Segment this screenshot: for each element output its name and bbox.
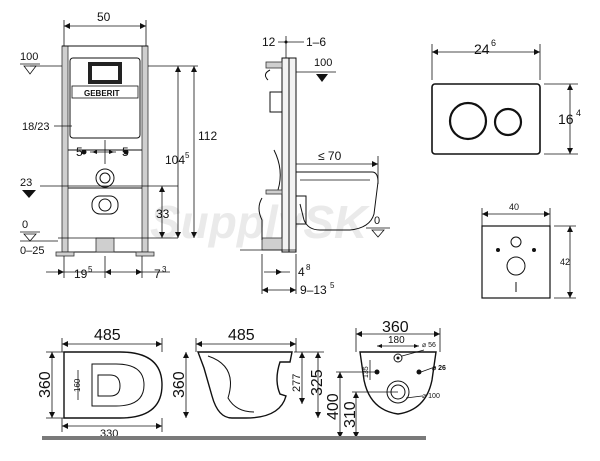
bowl-side-length: 485 bbox=[228, 327, 255, 344]
plate-width: 24 bbox=[474, 41, 490, 57]
wall-plate-height: 42 bbox=[560, 257, 570, 267]
side-bottom-9-13: 9–13 bbox=[300, 283, 327, 297]
side-bottom-9-13-sup: 5 bbox=[330, 281, 335, 290]
front-floor-range: 0–25 bbox=[20, 245, 44, 257]
bowl-back-view: 360 180 ⌀ 56 ⌀ 26 ⌀ 100 135 400 310 bbox=[325, 319, 446, 438]
front-bottom-19-sup: 5 bbox=[88, 265, 93, 274]
front-bottom-19: 19 bbox=[74, 267, 88, 281]
wall-plate-view: 40 42 bbox=[481, 202, 576, 299]
bowl-back-outline bbox=[359, 351, 437, 415]
front-marker-0: 0 bbox=[22, 219, 28, 231]
bowl-back-dia-56: ⌀ 56 bbox=[422, 342, 436, 349]
front-bottom-7-sup: 3 bbox=[162, 265, 167, 274]
front-height-112: 112 bbox=[198, 129, 217, 143]
watermark-text: SupplySK bbox=[150, 196, 370, 248]
brand-label: GEBERIT bbox=[84, 89, 120, 98]
flush-plate-view: 24 6 16 4 bbox=[431, 38, 581, 155]
side-marker-100: 100 bbox=[314, 57, 332, 69]
side-bottom-4: 4 bbox=[298, 265, 305, 279]
bowl-back-dia-100: ⌀ 100 bbox=[422, 393, 440, 400]
bowl-back-inner: 180 bbox=[388, 335, 405, 346]
plate-width-sup: 6 bbox=[491, 38, 496, 48]
bowl-side-outline bbox=[196, 351, 293, 419]
side-marker-0: 0 bbox=[374, 215, 380, 227]
flush-button-small bbox=[493, 107, 523, 137]
bowl-back-width: 360 bbox=[382, 319, 409, 336]
frame-side-view: 12 1–6 100 ≤ 70 0 4 bbox=[240, 35, 390, 297]
bowl-top-view: 485 360 160 330 bbox=[37, 327, 163, 440]
plate-height: 16 bbox=[558, 111, 574, 127]
front-label-18-23: 18/23 bbox=[22, 121, 50, 133]
bowl-side-view: 485 360 277 325 bbox=[171, 327, 326, 419]
bowl-top-width: 360 bbox=[37, 371, 54, 398]
bowl-side-rim-height: 325 bbox=[309, 369, 326, 396]
front-bottom-7: 7 bbox=[154, 267, 161, 281]
bowl-back-dia-26: ⌀ 26 bbox=[432, 365, 446, 372]
front-height-33: 33 bbox=[156, 207, 170, 221]
side-top-12: 12 bbox=[262, 35, 276, 49]
bowl-top-outline bbox=[63, 351, 163, 419]
bowl-side-height: 360 bbox=[171, 371, 188, 398]
front-marker-100: 100 bbox=[20, 51, 38, 63]
side-projection: ≤ 70 bbox=[318, 149, 342, 163]
front-gap-left: 5 bbox=[76, 145, 83, 159]
side-bottom-4-sup: 8 bbox=[306, 263, 311, 272]
bowl-back-mount-height: 400 bbox=[325, 393, 342, 420]
bowl-back-pipe-height: 310 bbox=[342, 401, 359, 428]
side-top-1-6: 1–6 bbox=[306, 35, 326, 49]
bowl-side-depth: 277 bbox=[291, 374, 303, 392]
wall-plate-width: 40 bbox=[509, 202, 519, 212]
front-marker-23: 23 bbox=[20, 177, 32, 189]
bowl-top-inner: 160 bbox=[73, 378, 82, 392]
frame-front-view: 50 GEBERIT 100 18/23 bbox=[20, 10, 217, 281]
plate-height-sup: 4 bbox=[576, 108, 581, 118]
flush-button-large bbox=[448, 101, 488, 141]
front-gap-right: 5 bbox=[122, 145, 129, 159]
front-height-104: 104 bbox=[165, 153, 185, 167]
front-width-label: 50 bbox=[97, 10, 111, 24]
front-height-104-sup: 5 bbox=[185, 151, 190, 160]
floor-line bbox=[42, 436, 426, 440]
bowl-top-length: 485 bbox=[94, 327, 121, 344]
